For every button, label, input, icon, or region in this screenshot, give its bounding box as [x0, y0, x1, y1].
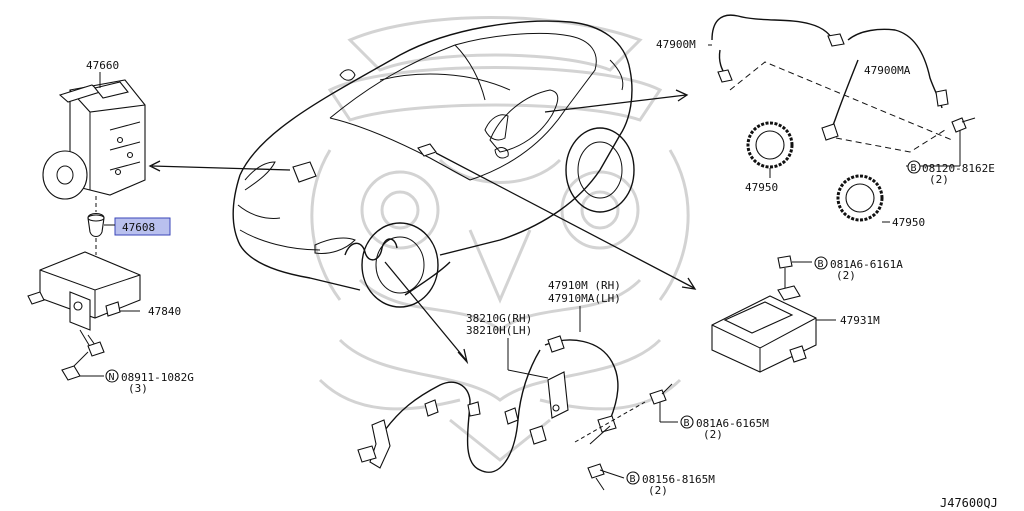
label-47931m: 47931M [840, 314, 880, 327]
bolt-08120 [906, 117, 976, 167]
bolt-08156 [587, 463, 625, 491]
marker-b-4 [626, 471, 640, 485]
qty-08156: (2) [648, 484, 668, 497]
marker-b-2 [814, 256, 828, 270]
bolt-081a6-b [574, 383, 678, 443]
marker-b-1-letter: B [911, 163, 917, 174]
label-47900m: 47900M [656, 38, 696, 51]
sensor-rotor-47950-b [836, 174, 884, 222]
bushing-47608 [87, 196, 105, 255]
marker-n [105, 369, 119, 383]
car-outline [232, 20, 635, 308]
label-47950-b: 47950 [892, 216, 925, 229]
label-47900ma: 47900MA [864, 64, 911, 77]
pointer-arrows [148, 89, 697, 365]
label-47910m: 47910M (RH) [548, 279, 621, 292]
marker-b-4-letter: B [630, 474, 636, 485]
marker-b-2-letter: B [818, 259, 824, 270]
qty-081a6-a: (2) [836, 269, 856, 282]
label-47660: 47660 [86, 59, 119, 72]
marker-n-letter: N [109, 372, 115, 383]
nut-08911 [61, 351, 104, 381]
label-081a6-b: 081A6-6165M [696, 417, 769, 430]
diagram-ref-code: J47600QJ [940, 496, 998, 510]
sensor-rotor-47950-a [746, 121, 794, 169]
label-47608: 47608 [122, 221, 155, 234]
highlight-47608 [114, 217, 171, 236]
qty-08911: (3) [128, 382, 148, 395]
label-47840: 47840 [148, 305, 181, 318]
label-08120: 08120-8162E [922, 162, 995, 175]
label-08156: 08156-8165M [642, 473, 715, 486]
label-47910ma: 47910MA(LH) [548, 292, 621, 305]
label-081a6-a: 081A6-6161A [830, 258, 903, 271]
front-sensor-harness [357, 335, 619, 473]
qty-08120: (2) [929, 173, 949, 186]
rear-sensor-harness [711, 14, 953, 153]
qty-081a6-b: (2) [703, 428, 723, 441]
marker-b-3 [680, 415, 694, 429]
marker-b-3-letter: B [684, 418, 690, 429]
label-38210g: 38210G(RH) [466, 312, 532, 325]
label-38210h: 38210H(LH) [466, 324, 532, 337]
bolt-081a6-a [777, 255, 812, 290]
marker-b-1 [907, 160, 921, 174]
abs-actuator-47660 [42, 79, 146, 200]
yaw-sensor-47931m [711, 285, 817, 373]
label-08911: 08911-1082G [121, 371, 194, 384]
label-47950-a: 47950 [745, 181, 778, 194]
bracket-47840 [27, 251, 141, 357]
